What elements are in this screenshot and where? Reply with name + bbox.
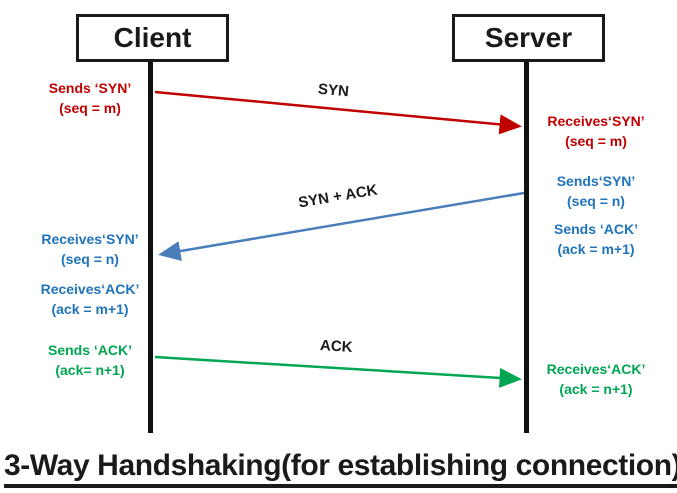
client-lifeline [148,59,153,433]
client-receives-ack-annotation: Receives‘ACK’ (ack = m+1) [15,279,165,320]
annotation-line1: Receives‘ACK’ [546,361,646,377]
annotation-line2: (ack = m+1) [557,241,635,258]
syn-ack-arrow [158,191,525,261]
annotation-line1: Receives‘SYN’ [41,231,139,247]
annotation-line2: (ack = m+1) [51,301,129,318]
client-label: Client [113,22,192,53]
server-receives-syn-annotation: Receives‘SYN’ (seq = m) [532,111,660,152]
server-label: Server [484,22,573,53]
server-sends-syn-annotation: Sends‘SYN’ (seq = n) [532,171,660,212]
diagram-title-text: 3-Way Handshaking(for establishing conne… [4,449,677,488]
annotation-line2: (seq = m) [59,100,121,117]
server-lifeline [524,59,529,433]
annotation-line2: (seq = n) [61,251,119,268]
ack-arrow [154,355,522,388]
annotation-line1: Receives‘SYN’ [547,113,645,129]
server-sends-ack-annotation: Sends ‘ACK’ (ack = m+1) [532,219,660,260]
syn-arrow-label: SYN [317,80,350,101]
client-sends-ack-annotation: Sends ‘ACK’ (ack= n+1) [15,340,165,381]
annotation-line1: Sends ‘SYN’ [48,80,132,96]
annotation-line1: Sends‘SYN’ [556,173,636,189]
annotation-line1: Sends ‘ACK’ [47,342,132,358]
ack-arrow-label: ACK [319,337,353,356]
diagram-title: 3-Way Handshaking(for establishing conne… [0,449,677,488]
annotation-line2: (seq = m) [565,133,627,150]
syn-arrow [154,90,522,135]
annotation-line2: (ack= n+1) [55,362,125,379]
client-sends-syn-annotation: Sends ‘SYN’ (seq = m) [15,78,165,119]
annotation-line2: (ack = n+1) [559,381,633,398]
server-receives-ack-annotation: Receives‘ACK’ (ack = n+1) [532,359,660,400]
client-actor-box: Client [76,14,229,62]
annotation-line2: (seq = n) [567,193,625,210]
server-actor-box: Server [452,14,605,62]
client-receives-syn-annotation: Receives‘SYN’ (seq = n) [15,229,165,270]
annotation-line1: Sends ‘ACK’ [553,221,638,237]
annotation-line1: Receives‘ACK’ [40,281,140,297]
